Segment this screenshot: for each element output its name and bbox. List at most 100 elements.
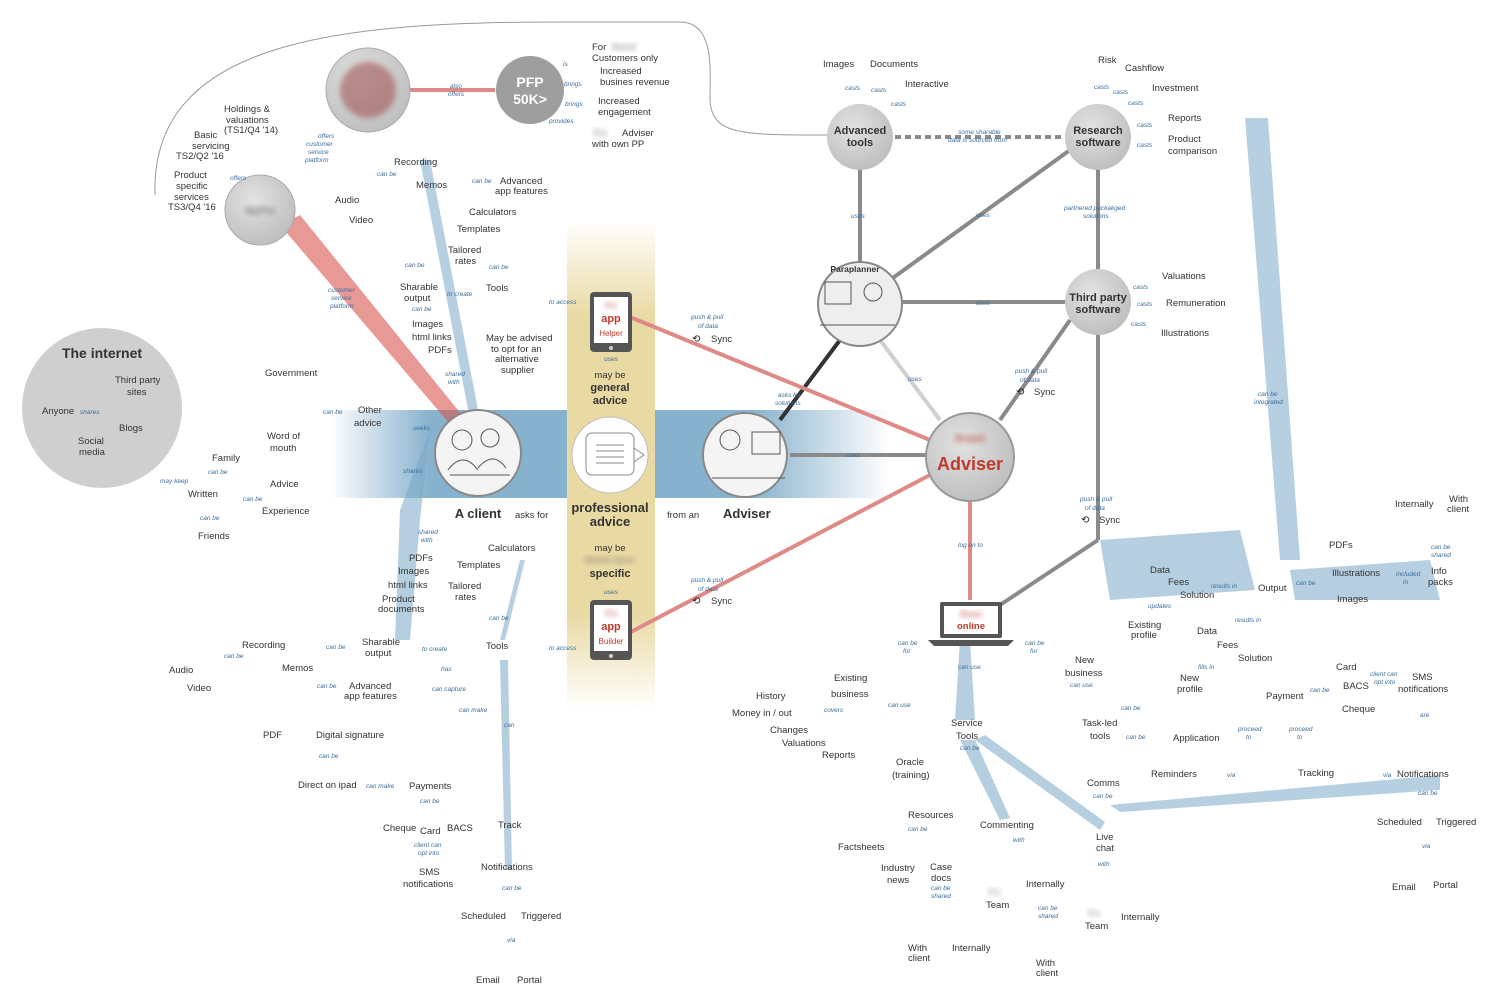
node-label: Pro	[593, 128, 607, 138]
node-label: packs	[1428, 577, 1453, 588]
node-label: Sync	[711, 334, 732, 345]
advanced-tools-node[interactable]	[827, 104, 893, 170]
node-label: Fees	[1217, 640, 1238, 651]
node-label: SMS	[1412, 672, 1433, 683]
edge-label: can be	[224, 653, 244, 660]
node-label: BACS	[447, 823, 473, 834]
edge-label: may keep	[160, 478, 189, 485]
edge-label: can be	[420, 798, 440, 805]
node-label: output	[365, 648, 392, 659]
sync-builder[interactable]: push & pull of data ⟲ Sync	[690, 577, 732, 607]
node-label: Images	[398, 566, 429, 577]
node-label: Data	[1150, 565, 1171, 576]
builder-app-label: app	[601, 621, 621, 633]
pfp-node[interactable]	[496, 56, 564, 124]
node-label: html links	[388, 580, 428, 591]
node-label: Solution	[1238, 653, 1272, 664]
advanced-tools-1: Advanced	[834, 125, 887, 137]
sync-third-party[interactable]: push & pull of data ⟲ Sync	[1014, 368, 1055, 398]
builder-app-device[interactable]: Pro app Builder	[590, 600, 632, 660]
node-label: advice	[354, 418, 381, 429]
edge-label: can use	[888, 702, 911, 709]
node-label: Money in / out	[732, 708, 792, 719]
online-laptop[interactable]: Brand online	[928, 602, 1014, 646]
node-label: Blogs	[119, 423, 143, 434]
node-label: Commenting	[980, 820, 1034, 831]
node-label: Friends	[198, 531, 230, 542]
edge-label: data is sourced from	[948, 137, 1007, 144]
node-label: Word of	[267, 431, 300, 442]
node-label: Cashflow	[1125, 63, 1164, 74]
edge-label: solutions	[775, 400, 801, 407]
node-label: Internally	[1121, 912, 1160, 923]
research-node[interactable]	[1065, 104, 1131, 170]
edge-label: offers	[448, 91, 465, 98]
node-label: profile	[1131, 630, 1157, 641]
client-title: A client	[455, 506, 502, 521]
sync-helper[interactable]: push & pull of data ⟲ Sync	[690, 314, 732, 345]
edge-label: can be	[1310, 687, 1330, 694]
edge-label: casts	[1137, 122, 1153, 129]
edge-label: can be	[960, 745, 980, 752]
edge-label: can be	[323, 409, 343, 416]
edge-label: client can	[1370, 671, 1398, 678]
edge-label: solutions	[1083, 213, 1109, 220]
edge-label: can be	[1296, 580, 1316, 587]
node-label: output	[404, 293, 431, 304]
edge-label: offers	[230, 175, 247, 182]
research-1: Research	[1073, 125, 1123, 137]
adviser-node[interactable]	[925, 412, 1015, 502]
client-node[interactable]	[434, 409, 522, 497]
node-label: Triggered	[521, 911, 561, 922]
edge-label: can be	[502, 885, 522, 892]
internet-node	[22, 328, 182, 488]
red-wedges	[280, 215, 470, 430]
node-label: business	[831, 689, 869, 700]
node-label: valuations	[226, 115, 269, 126]
edge-label: casts	[871, 87, 887, 94]
edge-label: can use	[1070, 682, 1093, 689]
edge-label: proceed	[1237, 726, 1262, 733]
edge-label: platform	[304, 157, 329, 164]
edge-label: with	[448, 379, 460, 386]
adviser-desk-node	[702, 412, 788, 498]
client-illustration	[447, 428, 510, 476]
node-label: news	[887, 875, 909, 886]
mypro-node[interactable]	[224, 174, 296, 246]
edge-label: included	[1396, 571, 1421, 578]
node-label: sites	[127, 387, 147, 398]
edge-label: can be	[326, 644, 346, 651]
edge-label: in	[1403, 579, 1408, 586]
tools-bottom-label: Tools	[486, 641, 508, 652]
node-label: comparison	[1168, 146, 1217, 157]
edge-label: to create	[422, 646, 448, 653]
node-label: Scheduled	[461, 911, 506, 922]
node-label: With	[908, 943, 927, 954]
top-left-cluster: offers customer service platform also of…	[168, 42, 670, 310]
node-label: Third party	[115, 375, 161, 386]
node-label: Social	[78, 436, 104, 447]
node-label: Existing	[1128, 620, 1161, 631]
top-arc	[154, 21, 831, 196]
node-label: PDFs	[428, 345, 452, 356]
from-an-label: from an	[667, 510, 699, 521]
node-label: Comms	[1087, 778, 1120, 789]
node-label: chat	[1096, 843, 1114, 854]
node-label: Memos	[416, 180, 447, 191]
helper-app-device[interactable]: Pro app Helper	[590, 292, 632, 352]
edge-label: shares	[80, 409, 100, 416]
edge-label: opt into	[418, 850, 440, 857]
edge-label: proceed	[1288, 726, 1313, 733]
mypro-label-blurred: MyPro	[246, 206, 275, 217]
edge-label: asks for	[778, 392, 802, 399]
node-label: Risk	[1098, 55, 1117, 66]
sync-online[interactable]: push & pull of data ⟲ Sync	[1079, 496, 1120, 526]
node-label: business	[1065, 668, 1103, 679]
node-label: Tailored	[448, 581, 481, 592]
edge-label: can be	[898, 640, 918, 647]
node-label: Output	[1258, 583, 1287, 594]
edge-label: can use	[958, 664, 981, 671]
adviser-brand-blurred: Brand	[955, 433, 984, 445]
node-label: app features	[495, 186, 548, 197]
third-party-node[interactable]	[1065, 269, 1131, 335]
